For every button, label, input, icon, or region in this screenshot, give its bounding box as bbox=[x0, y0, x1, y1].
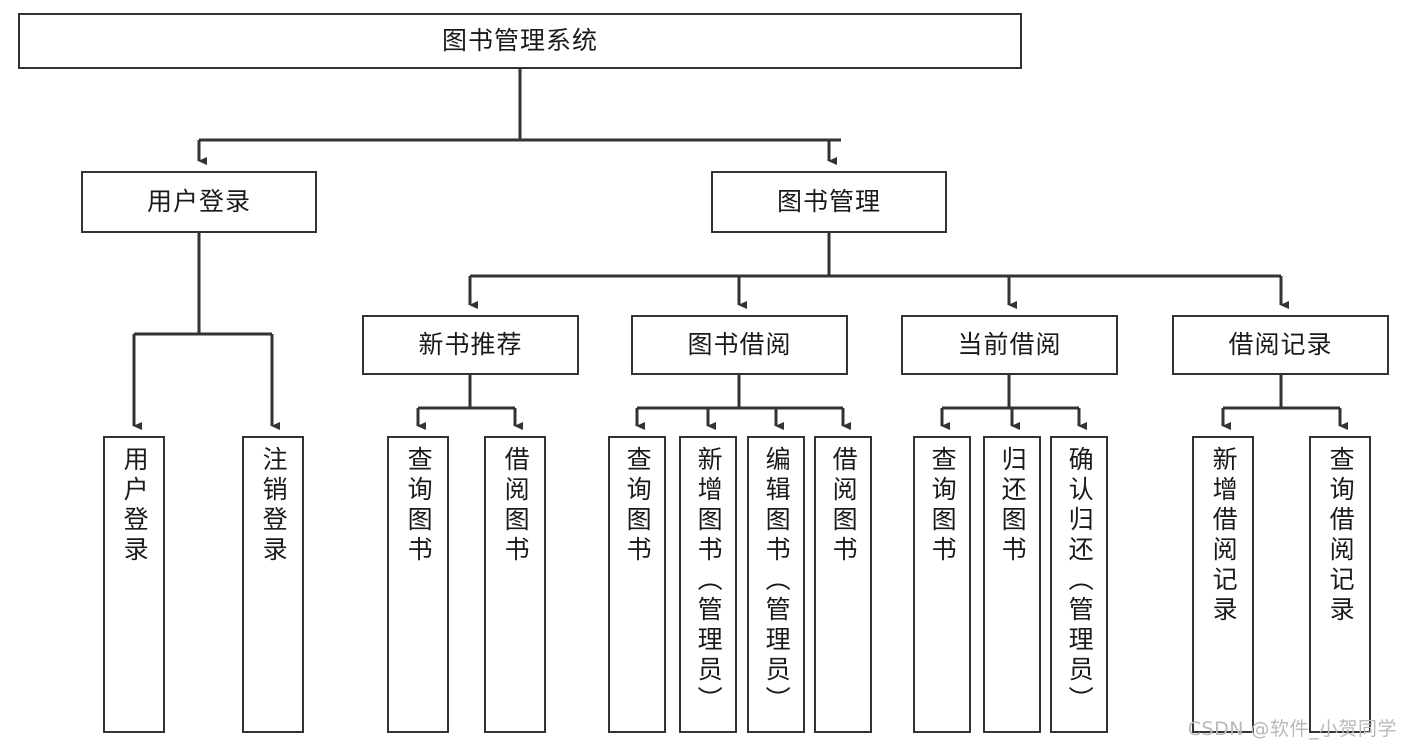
leaf-borrow-book-new[interactable]: 借阅图书 bbox=[484, 436, 546, 733]
edge-root-to-level2 bbox=[197, 69, 841, 165]
edge-record-to-leaves bbox=[1221, 375, 1348, 430]
edge-borrow-to-leaves bbox=[635, 375, 851, 430]
node-current-borrow[interactable]: 当前借阅 bbox=[901, 315, 1118, 375]
leaf-query-book-new[interactable]: 查询图书 bbox=[387, 436, 449, 733]
leaf-logout[interactable]: 注销登录 bbox=[242, 436, 304, 733]
edge-userlogin-to-leaves bbox=[132, 233, 280, 430]
leaf-return-book[interactable]: 归还图书 bbox=[983, 436, 1041, 733]
leaf-confirm-return-admin[interactable]: 确认归还（管理员） bbox=[1050, 436, 1108, 733]
node-book-borrow[interactable]: 图书借阅 bbox=[631, 315, 848, 375]
leaf-query-book-current[interactable]: 查询图书 bbox=[913, 436, 971, 733]
node-new-book-recommend[interactable]: 新书推荐 bbox=[362, 315, 579, 375]
node-root-system[interactable]: 图书管理系统 bbox=[18, 13, 1022, 69]
node-borrow-record[interactable]: 借阅记录 bbox=[1172, 315, 1389, 375]
leaf-add-borrow-record[interactable]: 新增借阅记录 bbox=[1192, 436, 1254, 733]
leaf-edit-book-admin[interactable]: 编辑图书（管理员） bbox=[747, 436, 805, 733]
leaf-query-borrow-record[interactable]: 查询借阅记录 bbox=[1309, 436, 1371, 733]
edge-bookmgmt-to-level3 bbox=[468, 233, 1289, 309]
node-book-management[interactable]: 图书管理 bbox=[711, 171, 947, 233]
edge-current-to-leaves bbox=[940, 375, 1087, 430]
node-user-login[interactable]: 用户登录 bbox=[81, 171, 317, 233]
leaf-add-book-admin[interactable]: 新增图书（管理员） bbox=[679, 436, 737, 733]
leaf-borrow-book[interactable]: 借阅图书 bbox=[814, 436, 872, 733]
edge-newbook-to-leaves bbox=[416, 375, 523, 430]
leaf-query-book-borrow[interactable]: 查询图书 bbox=[608, 436, 666, 733]
leaf-user-login[interactable]: 用户登录 bbox=[103, 436, 165, 733]
